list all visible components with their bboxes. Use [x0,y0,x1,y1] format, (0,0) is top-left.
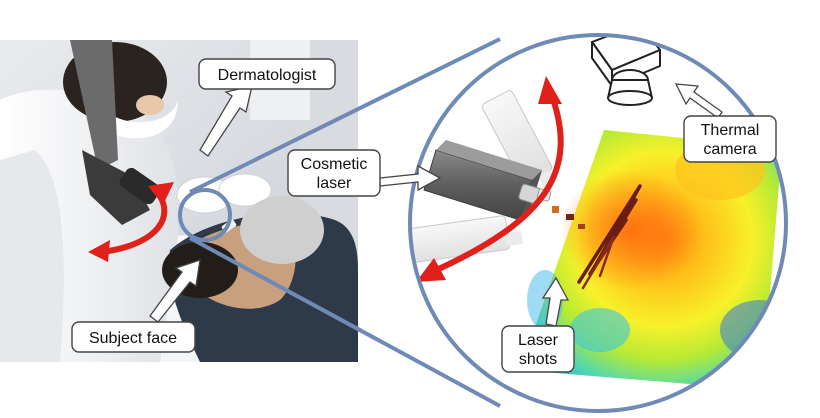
cosmetic-laser-label-line1: Cosmetic [301,156,368,173]
subject-face-label: Subject face [89,330,177,347]
thermal-image [520,130,786,390]
callout-dermatologist: Dermatologist [198,58,336,157]
callout-laser-shots: Laser shots [501,276,575,373]
zoom-line-bottom [189,236,501,408]
surgical-mask [96,98,178,139]
laser-shots-label-line2: shots [519,351,557,368]
laser-shots-label-line1: Laser [518,332,559,349]
thermal-camera-label-line1: Thermal [701,122,760,139]
callout-thermal-camera: Thermal camera [674,83,777,163]
double-headed-curved-arrow-icon [88,182,174,262]
dermatologist-label: Dermatologist [218,67,317,84]
laser-arm [70,40,118,170]
zoom-line-top [189,37,501,194]
double-headed-curved-arrow-icon [416,76,564,282]
laser-handpiece-icon [423,140,559,221]
callout-subject-face: Subject face [71,259,201,353]
thermal-camera-label-line2: camera [703,141,756,158]
callout-cosmetic-laser: Cosmetic laser [287,149,442,197]
anonymized-face [240,196,324,264]
cosmetic-laser-label-line2: laser [317,175,352,192]
magnified-view [408,33,788,413]
thermal-camera-icon [591,35,661,106]
zoom-source-circle [178,188,232,242]
